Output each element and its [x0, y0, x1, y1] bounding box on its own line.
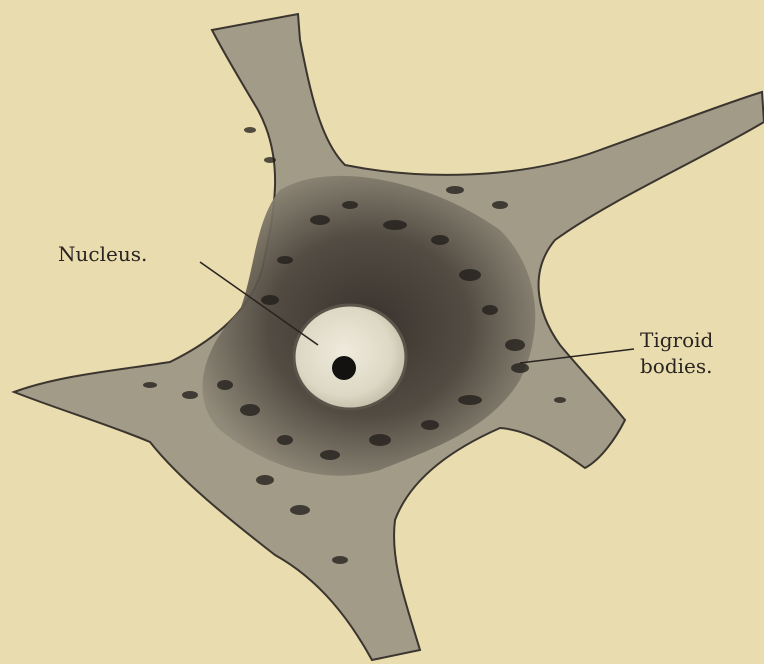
- tigroid-label-line1: Tigroid: [640, 328, 713, 352]
- nucleus: [294, 305, 406, 409]
- nucleolus: [332, 356, 356, 380]
- tigroid-label-line2: bodies.: [640, 354, 713, 378]
- nucleus-label: Nucleus.: [58, 242, 147, 266]
